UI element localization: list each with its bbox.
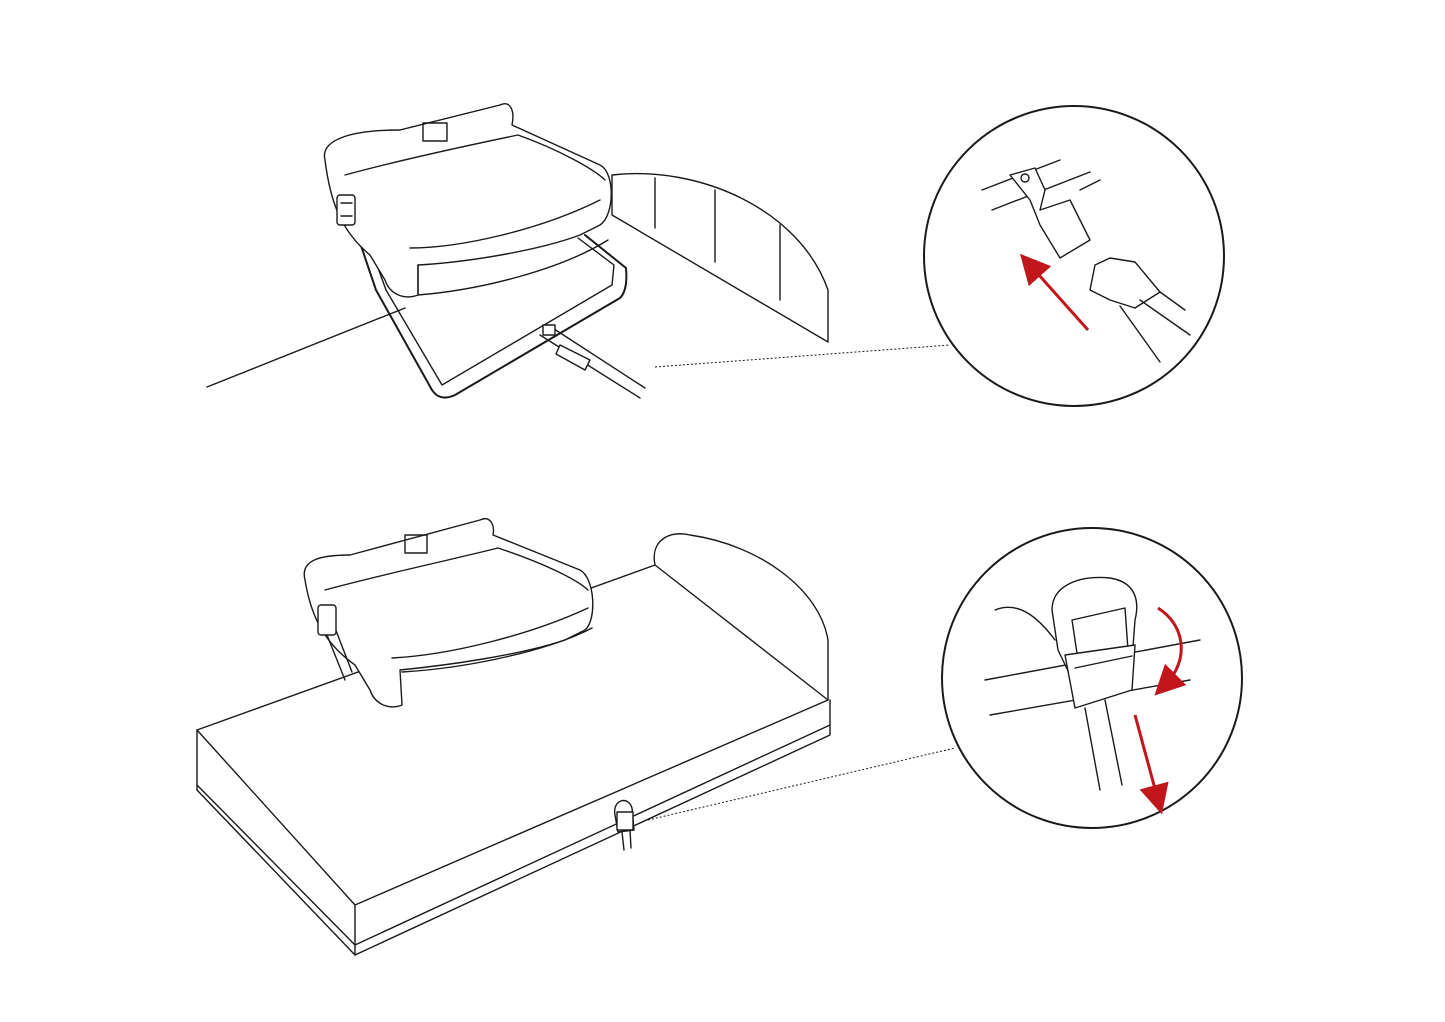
strap-buckle-open — [539, 324, 646, 399]
floor-line — [206, 307, 406, 388]
insert-arrow — [1020, 253, 1090, 331]
booster-seat-cushion — [323, 103, 612, 298]
pull-arrow — [1133, 714, 1169, 815]
step-2-scene — [196, 518, 1243, 956]
mattress-strap-buckle — [614, 799, 635, 851]
rotate-arrow — [1154, 606, 1187, 696]
callout-line-2 — [647, 747, 956, 821]
seat-backrest-panel — [611, 173, 829, 343]
booster-seat-cushion-2 — [303, 518, 594, 708]
buckle-clip-insert-icon — [981, 159, 1191, 363]
bed-headboard — [653, 533, 829, 701]
detail-circle-1 — [923, 105, 1225, 407]
seat-frame-bar — [354, 227, 628, 399]
detail-circle-2 — [941, 527, 1243, 829]
cam-buckle-tighten-icon — [984, 576, 1201, 791]
side-buckle — [336, 194, 356, 226]
step-1-scene — [206, 103, 1225, 407]
callout-line-1 — [654, 344, 951, 368]
